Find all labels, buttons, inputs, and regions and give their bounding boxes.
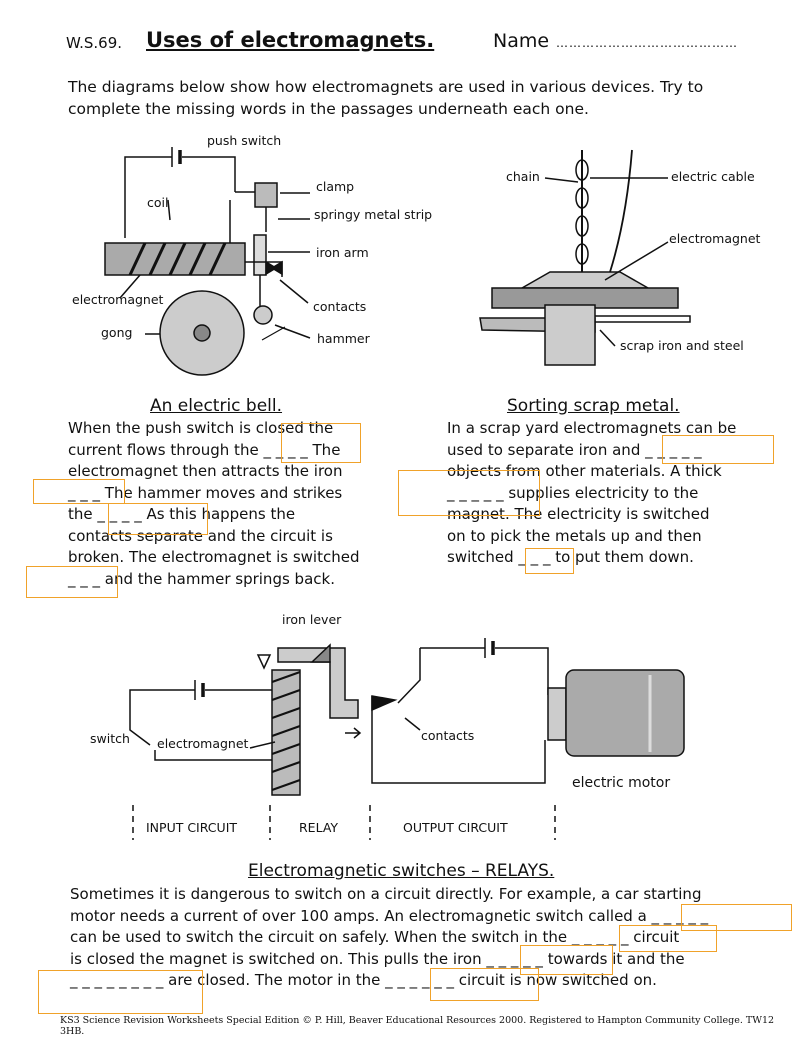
relay-line: motor needs a current of over 100 amps. …: [70, 906, 709, 925]
bell-passage: When the push switch is closed the curre…: [68, 418, 384, 590]
bell-line: When the push switch is closed the: [68, 419, 334, 437]
label-input-circuit: INPUT CIRCUIT: [146, 820, 238, 835]
label-gong: gong: [101, 325, 133, 340]
scrap-line: magnet. The electricity is switched: [447, 505, 710, 523]
label-electromagnet-bell: electromagnet: [72, 292, 164, 307]
scrap-passage: In a scrap yard electromagnets can be us…: [447, 418, 757, 569]
answer-box-gong[interactable]: [108, 503, 208, 535]
relay-line: _ _ _ _ _ _ _ _ are closed. The motor in…: [70, 971, 657, 989]
label-chain: chain: [506, 169, 540, 184]
relay-line: Sometimes it is dangerous to switch on a…: [70, 885, 702, 903]
label-clamp: clamp: [316, 179, 355, 194]
answer-box-arm[interactable]: [33, 479, 125, 504]
label-relay: RELAY: [299, 820, 339, 835]
scrap-line: on to pick the metals up and then: [447, 526, 702, 545]
answer-box-relay[interactable]: [681, 904, 792, 931]
relay-passage: Sometimes it is dangerous to switch on a…: [70, 884, 770, 992]
label-hammer: hammer: [317, 331, 370, 346]
label-springy-strip: springy metal strip: [314, 207, 433, 222]
answer-box-coil[interactable]: [281, 423, 361, 463]
bell-line: electromagnet then attracts the iron: [68, 462, 343, 480]
relay-line: can be used to switch the circuit on saf…: [70, 928, 680, 946]
label-iron-lever: iron lever: [282, 612, 342, 627]
relay-line: is closed the magnet is switched on. Thi…: [70, 949, 685, 968]
answer-box-contacts[interactable]: [38, 970, 203, 1014]
label-electromagnet-relay: electromagnet: [157, 736, 249, 751]
label-contacts-bell: contacts: [313, 299, 367, 314]
answer-box-off-scrap[interactable]: [525, 548, 574, 574]
answer-box-steel[interactable]: [662, 435, 774, 464]
scrap-caption: Sorting scrap metal.: [507, 396, 680, 416]
bell-caption: An electric bell.: [150, 396, 283, 416]
bell-line: the _ _ _ _ As this happens the: [68, 505, 296, 523]
label-electromagnet-scrap: electromagnet: [669, 231, 761, 246]
scrap-line: objects from other materials. A thick: [447, 462, 722, 480]
scrap-diagram: [479, 149, 691, 366]
name-field[interactable]: ……………………………………: [556, 36, 738, 50]
bell-line: contacts separate and the circuit is: [68, 526, 333, 545]
scrap-line: In a scrap yard electromagnets can be: [447, 419, 737, 437]
scrap-line: switched _ _ _ to put them down.: [447, 548, 694, 566]
relay-diagram: [129, 638, 685, 840]
label-output-circuit: OUTPUT CIRCUIT: [403, 820, 508, 835]
label-scrap-iron: scrap iron and steel: [620, 338, 744, 353]
bell-line: _ _ _ The hammer moves and strikes: [68, 483, 343, 502]
label-push-switch: push switch: [207, 133, 282, 148]
bell-diagram: [104, 147, 311, 376]
answer-box-output[interactable]: [430, 968, 539, 1001]
answer-box-cable[interactable]: [398, 470, 540, 516]
scrap-line: used to separate iron and _ _ _ _ _: [447, 440, 702, 459]
sheet-number: W.S.69.: [66, 34, 123, 52]
answer-box-off[interactable]: [26, 566, 118, 598]
intro-text: The diagrams below show how electromagne…: [68, 78, 704, 118]
scrap-line: _ _ _ _ _ supplies electricity to the: [447, 483, 699, 502]
label-electric-cable: electric cable: [671, 169, 755, 184]
relay-caption: Electromagnetic switches – RELAYS.: [248, 861, 555, 881]
label-iron-arm: iron arm: [316, 245, 369, 260]
page-title: Uses of electromagnets.: [146, 28, 435, 52]
answer-box-lever[interactable]: [520, 945, 613, 975]
answer-box-input[interactable]: [619, 925, 717, 952]
label-electric-motor: electric motor: [572, 775, 671, 791]
bell-line: broken. The electromagnet is switched: [68, 548, 360, 566]
label-contacts-relay: contacts: [421, 728, 475, 743]
bell-line: current flows through the _ _ _ _ The: [68, 440, 341, 459]
footer: KS3 Science Revision Worksheets Special …: [60, 1015, 775, 1037]
name-label: Name: [493, 30, 550, 52]
bell-line: _ _ _ and the hammer springs back.: [68, 569, 335, 588]
label-switch: switch: [90, 731, 130, 746]
label-coil: coil: [147, 195, 169, 210]
